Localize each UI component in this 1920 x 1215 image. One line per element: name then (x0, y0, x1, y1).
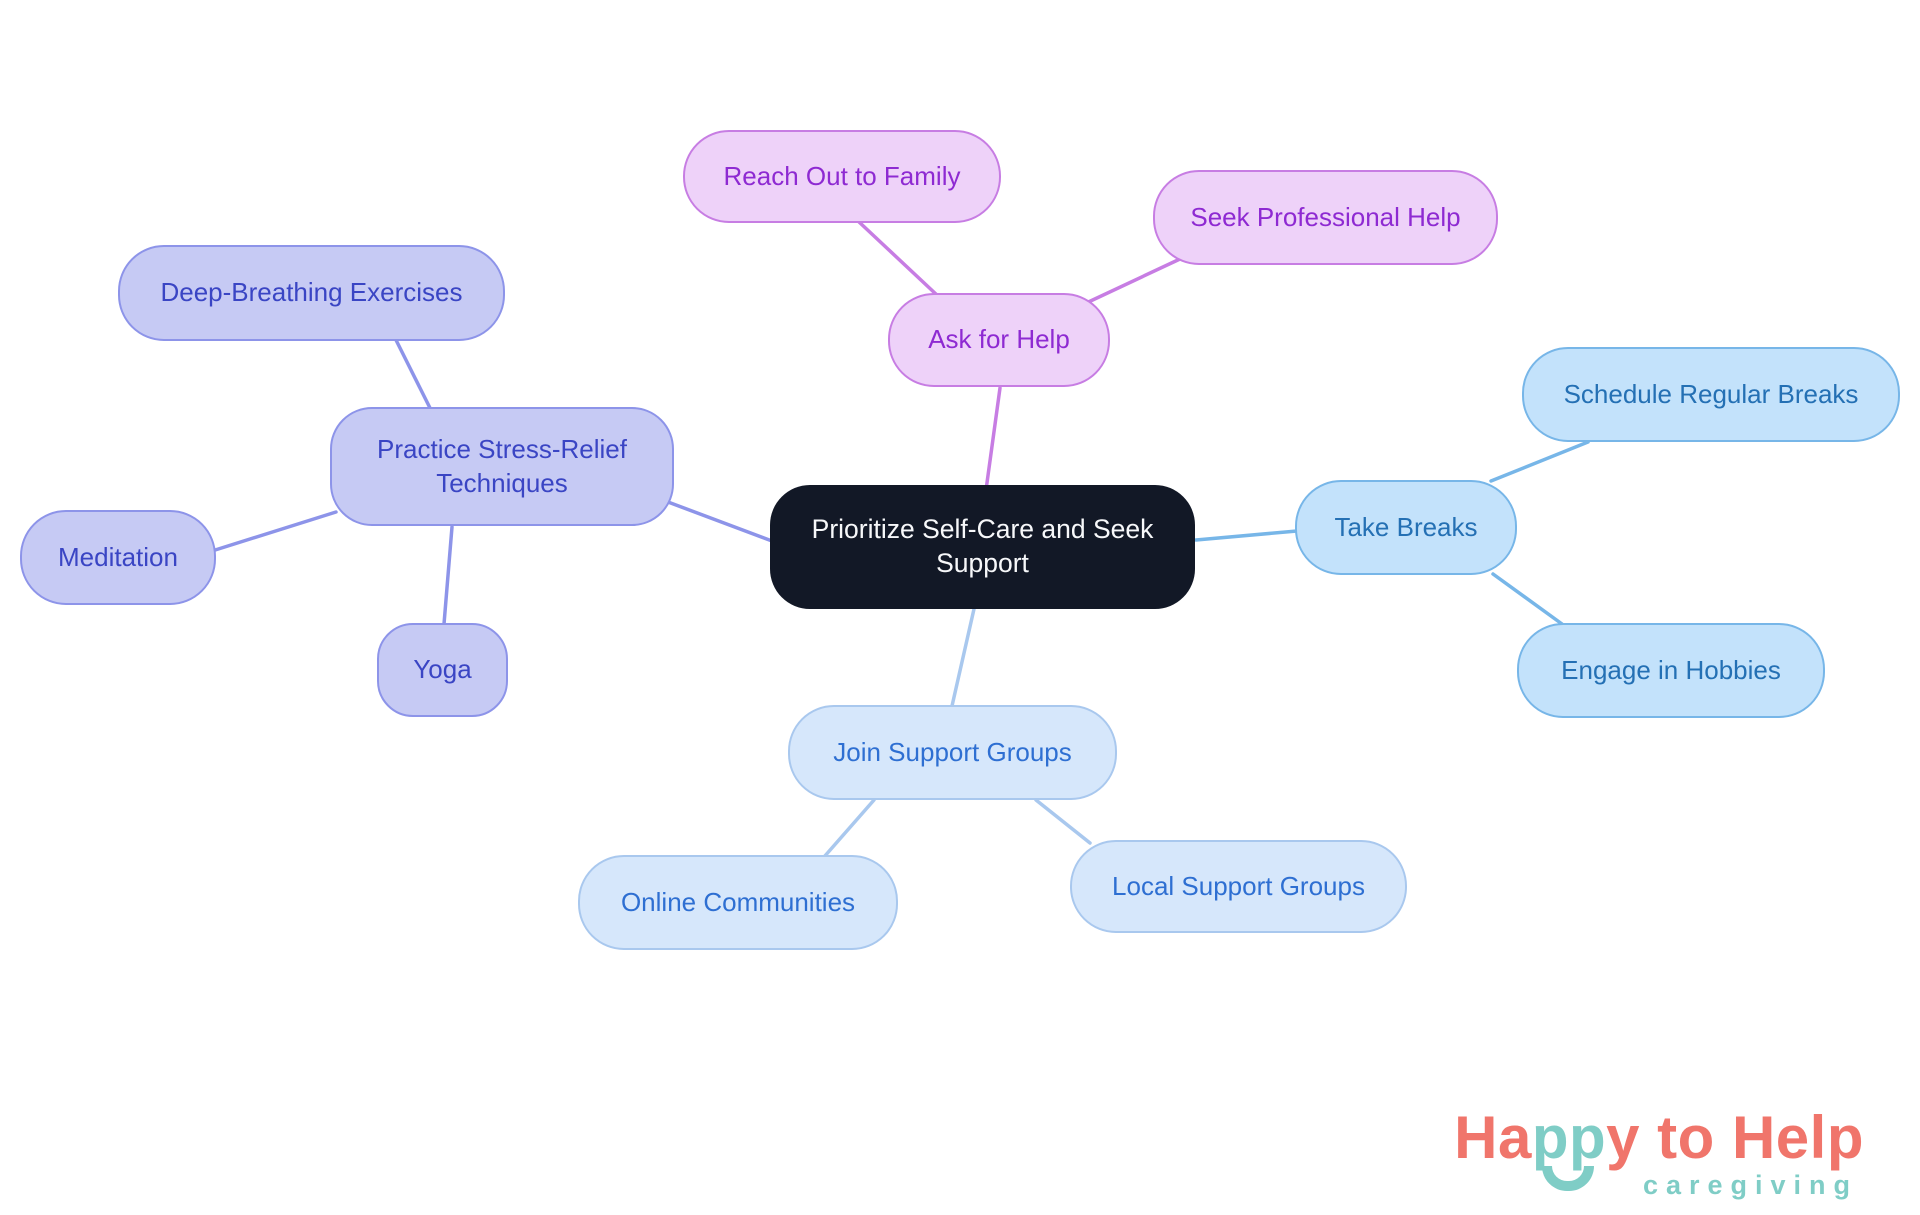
node-practice-stress-relief[interactable]: Practice Stress-Relief Techniques (330, 407, 674, 526)
node-seek-professional-help[interactable]: Seek Professional Help (1153, 170, 1498, 265)
node-label: Ask for Help (928, 324, 1070, 355)
happy-to-help-logo: Happy to Help caregiving (1454, 1108, 1864, 1201)
edge-join-local-groups (1034, 798, 1092, 845)
node-schedule-regular-breaks[interactable]: Schedule Regular Breaks (1522, 347, 1900, 442)
logo-subtitle: caregiving (1642, 1170, 1858, 1200)
node-label: Join Support Groups (833, 736, 1072, 767)
node-ask-for-help[interactable]: Ask for Help (888, 293, 1110, 387)
node-label: Schedule Regular Breaks (1563, 378, 1859, 409)
node-take-breaks[interactable]: Take Breaks (1295, 480, 1517, 575)
edge-stress-deep-breathing (394, 338, 432, 410)
edge-root-take-breaks (1194, 529, 1299, 542)
node-local-support-groups[interactable]: Local Support Groups (1070, 840, 1407, 933)
node-reach-out-to-family[interactable]: Reach Out to Family (683, 130, 1001, 223)
node-label: Practice Stress-Relief Techniques (377, 434, 627, 498)
node-root-prioritize-self-care[interactable]: Prioritize Self-Care and Seek Support (770, 485, 1195, 609)
edge-ask-seek-professional-help (1080, 257, 1182, 307)
node-yoga[interactable]: Yoga (377, 623, 508, 717)
node-label: Online Communities (620, 886, 856, 917)
node-label: Yoga (413, 654, 472, 685)
edge-take-engage-hobbies (1491, 572, 1564, 626)
node-deep-breathing-exercises[interactable]: Deep-Breathing Exercises (118, 245, 505, 341)
node-label: Deep-Breathing Exercises (160, 277, 463, 308)
node-label: Seek Professional Help (1190, 201, 1461, 232)
node-label: Prioritize Self-Care and Seek Support (811, 514, 1154, 578)
edge-ask-reach-out-family (856, 219, 940, 298)
logo-wordmark: Happy to Help (1454, 1108, 1864, 1191)
logo-text-rest: y to Help (1606, 1104, 1864, 1171)
node-meditation[interactable]: Meditation (20, 510, 216, 605)
edge-join-online-communities (822, 798, 876, 859)
edge-root-stress-relief (666, 500, 774, 543)
edge-stress-yoga (442, 525, 454, 626)
node-label: Local Support Groups (1112, 870, 1365, 901)
node-online-communities[interactable]: Online Communities (578, 855, 898, 950)
logo-text-pp: pp (1531, 1104, 1607, 1171)
node-label: Engage in Hobbies (1561, 654, 1781, 685)
node-label: Meditation (58, 541, 178, 572)
logo-text-ha: Ha (1454, 1104, 1532, 1171)
edge-root-ask-for-help (984, 386, 1002, 492)
edge-root-join-groups (950, 607, 976, 708)
node-label: Reach Out to Family (723, 160, 961, 191)
node-engage-in-hobbies[interactable]: Engage in Hobbies (1517, 623, 1825, 718)
node-label: Take Breaks (1334, 511, 1478, 542)
node-join-support-groups[interactable]: Join Support Groups (788, 705, 1117, 800)
edge-stress-meditation (210, 510, 338, 553)
smile-icon (1542, 1166, 1595, 1191)
edge-take-schedule-breaks (1489, 440, 1590, 483)
